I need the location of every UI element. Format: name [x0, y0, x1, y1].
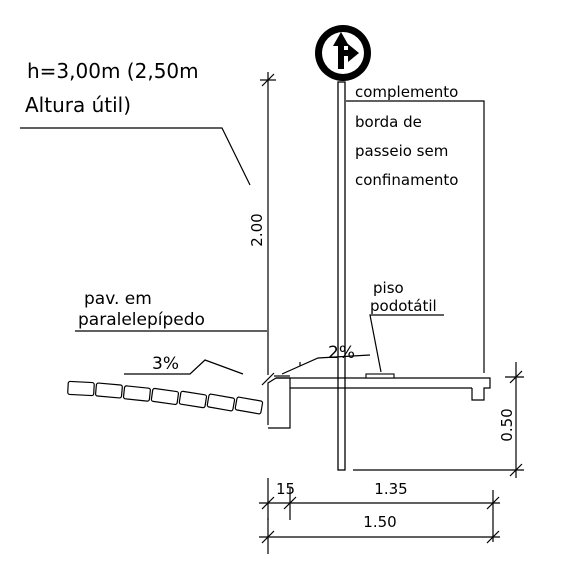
tactile-note-line1: piso [373, 279, 404, 297]
complement-frame [346, 100, 485, 373]
curb-width-label: 15 [276, 480, 295, 498]
complement-note-line2: borda de [355, 113, 422, 131]
walk-width-label: 1.35 [374, 480, 407, 498]
pavement-note-line2: paralelepípedo [78, 310, 205, 330]
curb-height-dimension: 0.50 [353, 362, 524, 478]
height-note-leader [20, 127, 251, 186]
sign-post [337, 81, 346, 471]
paving-stones [67, 380, 264, 415]
height-note-line1: h=3,00m (2,50m [27, 59, 199, 83]
sign-height-dimension: 2.00 [248, 72, 276, 386]
tactile-note-line2: podotátil [370, 297, 437, 315]
traffic-sign [315, 25, 371, 81]
total-width-label: 1.50 [363, 513, 396, 531]
height-note-line2: Altura útil) [25, 93, 131, 117]
curb-height-label: 0.50 [498, 408, 516, 441]
road-slope-arrow [124, 359, 244, 375]
pavement-note-line1: pav. em [84, 289, 152, 309]
tactile-note-leader [369, 314, 444, 373]
sidewalk-slope-arrow [281, 354, 371, 375]
complement-note-line1: complemento [355, 83, 458, 101]
road-slope-label: 3% [152, 354, 179, 374]
tactile-floor [365, 373, 395, 379]
total-width-dimension: 1.50 [259, 513, 500, 554]
sidewalk-section [267, 373, 491, 429]
inner-curb [471, 377, 491, 401]
complement-note-line4: confinamento [355, 171, 458, 189]
outer-curb [267, 377, 291, 429]
sign-height-label: 2.00 [248, 213, 266, 246]
straight-or-right-turn-arrow-icon [333, 32, 359, 69]
top-width-dimension: 15 1.35 [259, 478, 500, 542]
complement-note-line3: passeio sem [355, 142, 448, 160]
sidewalk-slope-label: 2% [328, 343, 355, 363]
